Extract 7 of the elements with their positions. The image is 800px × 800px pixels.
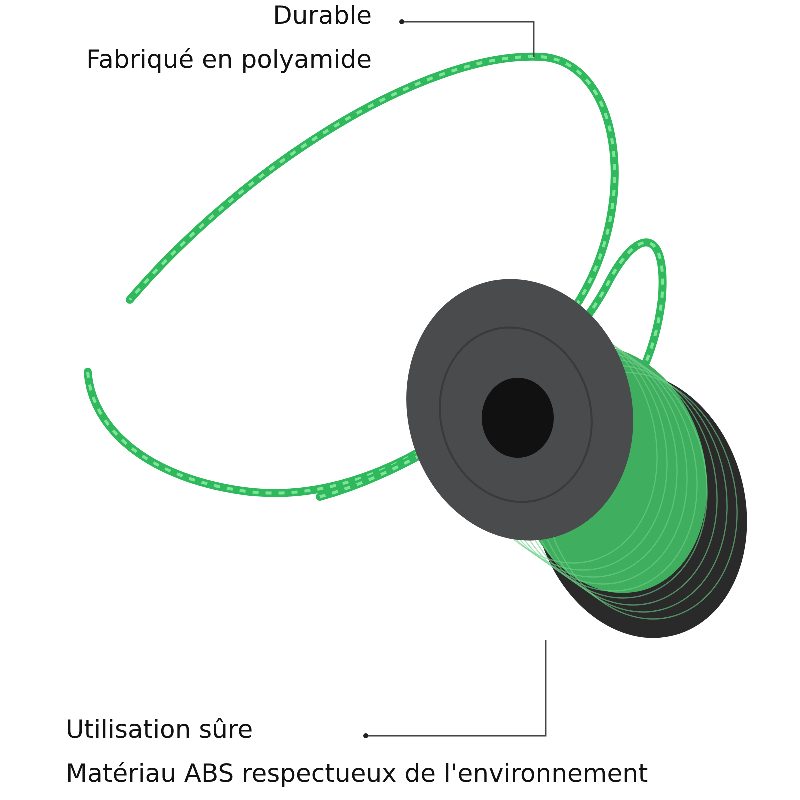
- spool-drawing: [406, 279, 748, 638]
- leader-line: [364, 640, 547, 738]
- feature-title: Durable: [272, 2, 372, 30]
- feature-title: Utilisation sûre: [66, 716, 254, 744]
- feature-description: Fabriqué en polyamide: [86, 46, 372, 74]
- feature-description: Matériau ABS respectueux de l'environnement: [66, 760, 650, 788]
- leader-line: [400, 20, 535, 57]
